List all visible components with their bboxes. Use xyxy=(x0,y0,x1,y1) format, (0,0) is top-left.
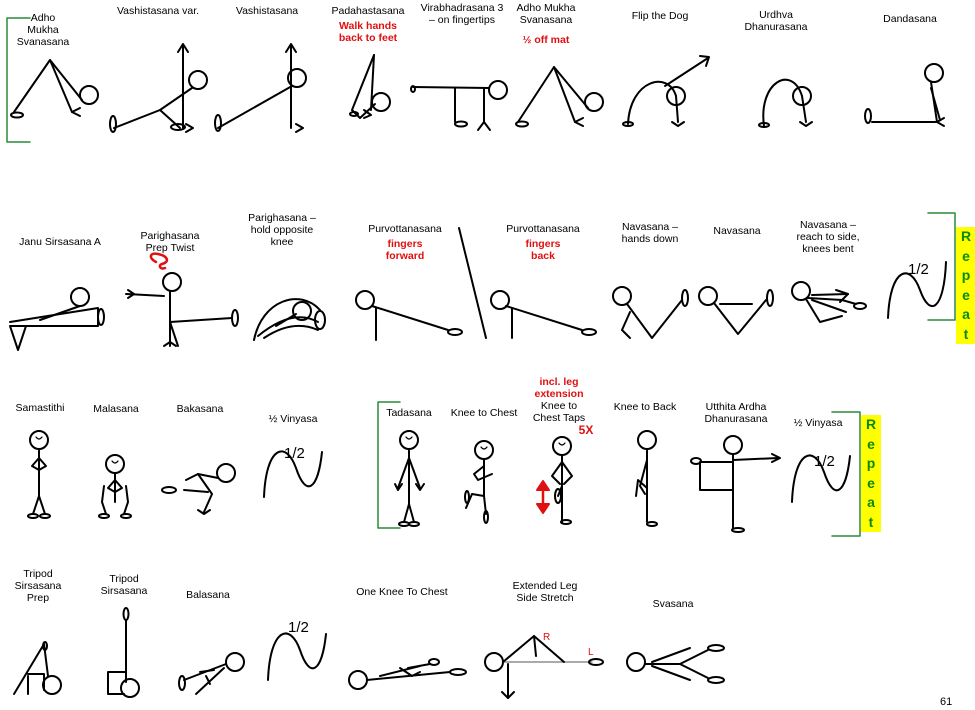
half-vinyasa-wave-row4 xyxy=(267,632,327,681)
figure-parighasana-hold-knee xyxy=(253,298,326,341)
pose-label-samastithi: Samastithi xyxy=(15,402,65,414)
pose-label-vashistasana-variation: Vashistasana var. xyxy=(116,5,200,17)
pose-label-bakasana: Bakasana xyxy=(176,403,224,415)
figure-navasana xyxy=(698,286,774,335)
pose-label-virabhadrasana-3: Virabhadrasana 3 – on fingertips xyxy=(420,2,504,26)
divider-line xyxy=(458,227,487,339)
pose-label-navasana: Navasana xyxy=(713,225,761,237)
pose-note-fingers-forward: fingers forward xyxy=(385,238,425,262)
pose-label-janu-sirsasana-a: Janu Sirsasana A xyxy=(19,236,101,248)
figure-purvottanasana-fingers-back xyxy=(490,290,597,339)
pose-label-balasana: Balasana xyxy=(186,589,230,601)
figure-adho-mukha-svanasana-1 xyxy=(10,59,99,119)
repeat-bracket-row3-right xyxy=(831,411,861,537)
figure-knee-to-back xyxy=(635,430,658,527)
pose-label-navasana-reach: Navasana – reach to side, knees bent xyxy=(796,219,860,255)
figure-padahastasana xyxy=(349,54,391,119)
repeat-bracket-row2-right xyxy=(927,212,956,321)
figure-dandasana xyxy=(864,63,945,127)
pose-label-tripod-sirsasana-prep: Tripod Sirsasana Prep xyxy=(14,568,62,604)
figure-navasana-reach xyxy=(791,281,867,323)
pose-label-parighasana-hold-knee: Parighasana – hold opposite knee xyxy=(248,212,316,248)
figure-malasana xyxy=(98,454,132,519)
pose-label-extended-leg-side-stretch: Extended Leg Side Stretch xyxy=(512,580,578,604)
figure-extended-leg-side-stretch: R L xyxy=(484,632,604,699)
pose-label-flip-the-dog: Flip the Dog xyxy=(631,10,689,22)
pose-label-one-knee-to-chest: One Knee To Chest xyxy=(356,586,448,598)
pose-label-purvottanasana-2: Purvottanasana xyxy=(506,223,580,235)
half-vinyasa-mark-row3a: 1/2 xyxy=(284,445,305,462)
figure-adho-mukha-svanasana-2 xyxy=(515,66,604,128)
pose-label-tadasana: Tadasana xyxy=(386,407,432,419)
pose-label-malasana: Malasana xyxy=(93,403,139,415)
pose-note-walk-hands: Walk hands back to feet xyxy=(338,20,398,44)
pose-label-half-vinyasa-2: ½ Vinyasa xyxy=(793,417,843,429)
pose-note-half-off-mat: ½ off mat xyxy=(522,34,570,46)
figure-vashistasana xyxy=(214,43,307,133)
pose-label-knee-to-back: Knee to Back xyxy=(613,401,677,413)
figure-knee-to-chest xyxy=(464,440,494,524)
figure-virabhadrasana-3 xyxy=(410,80,508,131)
half-vinyasa-mark-row4: 1/2 xyxy=(288,619,309,636)
figure-one-knee-to-chest xyxy=(348,658,467,690)
pose-label-adho-mukha-svanasana: Adho Mukha Svanasana xyxy=(16,12,70,48)
pose-label-parighasana-prep-twist: Parighasana Prep Twist xyxy=(140,230,200,254)
figure-svasana xyxy=(626,644,725,684)
pose-note-leg-extension: incl. leg extension xyxy=(534,376,584,400)
figure-purvottanasana-fingers-forward xyxy=(355,290,463,341)
figure-samastithi xyxy=(27,430,51,519)
pose-label-knee-to-chest-taps: Knee to Chest Taps xyxy=(532,400,586,424)
figure-bakasana xyxy=(161,463,236,515)
figure-janu-sirsasana-a xyxy=(9,287,105,351)
right-side-marker: R xyxy=(543,632,550,643)
pose-label-utthita-ardha-dhanurasana: Utthita Ardha Dhanurasana xyxy=(704,401,768,425)
figure-tadasana xyxy=(394,430,425,527)
pose-label-purvottanasana-1: Purvottanasana xyxy=(368,223,442,235)
figure-tripod-sirsasana-prep xyxy=(13,641,62,695)
half-vinyasa-mark-row3b: 1/2 xyxy=(814,453,835,470)
left-side-marker: L xyxy=(588,647,594,658)
pose-label-half-vinyasa-1: ½ Vinyasa xyxy=(268,413,318,425)
figure-parighasana-prep-twist xyxy=(125,252,239,347)
pose-label-navasana-hands-down: Navasana – hands down xyxy=(621,221,679,245)
page-number: 61 xyxy=(940,696,953,708)
pose-label-adho-mukha-svanasana-2: Adho Mukha Svanasana xyxy=(516,2,576,26)
pose-label-urdhva-dhanurasana: Urdhva Dhanurasana xyxy=(744,9,808,33)
figure-utthita-ardha-dhanurasana xyxy=(690,435,781,533)
figure-vashistasana-var xyxy=(109,43,208,133)
pose-label-tripod-sirsasana: Tripod Sirsasana xyxy=(100,573,148,597)
figure-navasana-hands-down xyxy=(612,286,689,339)
pose-label-svasana: Svasana xyxy=(652,598,694,610)
pose-note-fingers-back: fingers back xyxy=(525,238,561,262)
figure-knee-to-chest-taps xyxy=(536,436,573,525)
pose-label-dandasana: Dandasana xyxy=(883,13,937,25)
pose-label-vashistasana: Vashistasana xyxy=(235,5,299,17)
pose-label-knee-to-chest: Knee to Chest xyxy=(450,407,518,419)
pose-count-5x: 5X xyxy=(578,423,594,437)
figure-tripod-sirsasana xyxy=(107,607,140,698)
figure-balasana xyxy=(178,652,245,695)
figure-flip-the-dog xyxy=(622,55,710,127)
figure-urdhva-dhanurasana xyxy=(758,78,813,128)
pose-label-padahastasana: Padahastasana xyxy=(331,5,405,17)
repeat-bracket-row3-left xyxy=(377,401,401,529)
half-vinyasa-mark-row2: 1/2 xyxy=(908,261,929,278)
